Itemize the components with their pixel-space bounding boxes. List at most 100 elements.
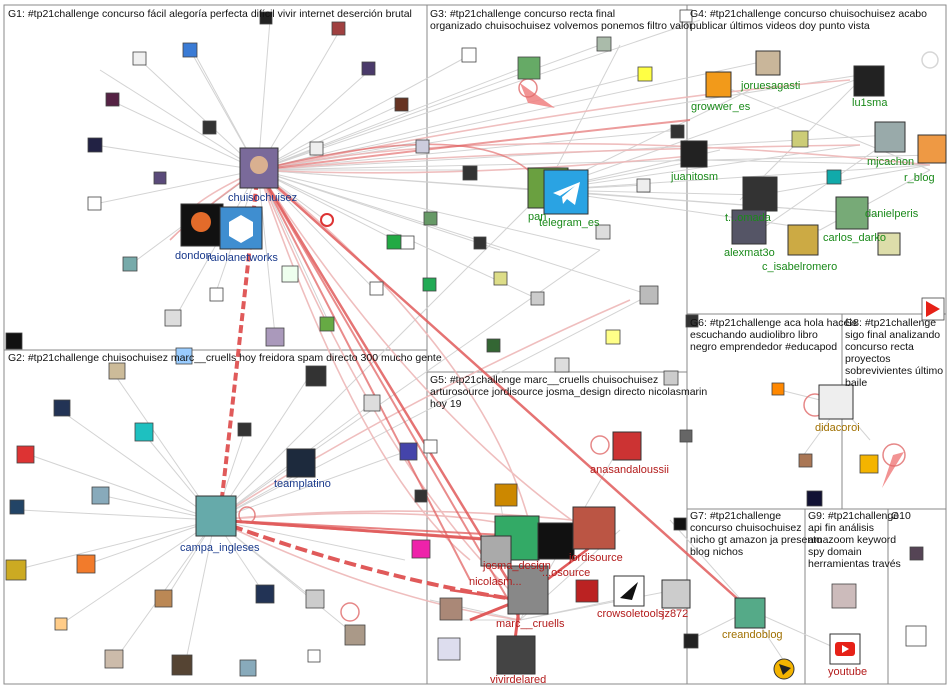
avatar-teamplatino <box>286 448 316 478</box>
group-label-g6-line: negro emprendedor #educapod <box>690 341 837 353</box>
label-danielperis: danielperis <box>865 208 919 220</box>
avatar-juanitosm <box>680 140 708 168</box>
avatar-anasandaloussii <box>612 431 642 461</box>
youtube-play-icon <box>842 645 849 653</box>
small-node-icons <box>320 213 945 680</box>
group-label-g3-line: G3: #tp21challenge concurso recta final <box>430 8 615 20</box>
group-label-g9-line: spy domain <box>808 546 862 558</box>
avatar-joruesagasti <box>755 50 781 76</box>
group-label-g4-line: publicar últimos videos doy punto vista <box>690 20 870 32</box>
group-label-g8: G8: #tp21challenge sigo final analizando… <box>845 317 946 389</box>
avatar-carlos-darko <box>835 196 869 230</box>
avatar-chuisochuisez-face <box>250 156 268 174</box>
group-label-g6-line: G6: #tp21challenge aca hola hacéis <box>690 317 857 329</box>
group-label-g5-line: arturosource jordisource josma_design di… <box>430 386 707 398</box>
group-label-g6-line: escuchando audiolibro libro <box>690 329 818 341</box>
label-campa-ingleses: campa_ingleses <box>180 542 260 554</box>
label-youtube: youtube <box>828 666 867 678</box>
group-label-g5: G5: #tp21challenge marc__cruells chuisoc… <box>430 374 710 410</box>
raiola-cube-icon <box>229 215 253 243</box>
label-jz872: jz872 <box>661 608 688 620</box>
group-label-g9-line: G9: #tp21challenge <box>808 510 899 522</box>
target-icon <box>320 213 334 227</box>
group-label-g7-line: blog nichos <box>690 546 743 558</box>
group-label-g4-line: G4: #tp21challenge concurso chuisochuise… <box>690 8 927 20</box>
label-trmada: t...omada <box>725 212 772 224</box>
group-label-g7-line: G7: #tp21challenge <box>690 510 781 522</box>
avatar-r-blog <box>917 134 947 164</box>
arrowhead-g8 <box>882 452 904 488</box>
avatar-nicolasm <box>480 535 512 567</box>
group-label-g4: G4: #tp21challenge concurso chuisochuise… <box>690 8 930 32</box>
crow-icon <box>620 582 638 600</box>
avatar-dondon-hat <box>191 212 211 232</box>
avatar-vivirdelared <box>496 635 536 675</box>
label-alexmat3o: alexmat3o <box>724 247 775 259</box>
group-label-g5-line: G5: #tp21challenge marc__cruells chuisoc… <box>430 374 658 386</box>
label-telegram-es: telegram_es <box>539 217 600 229</box>
label-c-isabelromero: c_isabelromero <box>762 261 837 273</box>
large-nodes <box>180 50 947 675</box>
group-label-g8-line: sobrevivientes último <box>845 365 943 377</box>
youtube-small-play-icon <box>926 301 940 317</box>
group-label-g8-line: sigo final analizando <box>845 329 940 341</box>
label-anasandaloussii: anasandaloussii <box>590 464 669 476</box>
label-chuisochuisez: chuisochuisez <box>228 192 297 204</box>
group-label-g9-line: amazoom keyword <box>808 534 896 546</box>
group-label-g5-line: hoy 19 <box>430 398 462 410</box>
label-juanitosm: juanitosm <box>670 171 718 183</box>
label-raiolanetworks: raiolanetworks <box>207 252 278 264</box>
group-label-g8-line: concurso recta <box>845 341 914 353</box>
label-arturosource: ...osource <box>542 567 590 579</box>
label-vivirdelared: vivirdelared <box>490 674 546 686</box>
group-label-g1: G1: #tp21challenge concurso fácil alegor… <box>8 8 412 20</box>
group-labels: G1: #tp21challenge concurso fácil alegor… <box>8 8 946 570</box>
avatar-jordisource <box>572 506 616 550</box>
arrowhead-g3 <box>520 83 555 108</box>
avatar-trmada <box>742 176 778 212</box>
label-jordisource: jordisource <box>568 552 623 564</box>
avatar-danielperis <box>877 232 901 256</box>
avatar-campa-ingleses <box>195 495 237 537</box>
group-label-g7-line: nicho gt amazon ja presento <box>690 534 822 546</box>
label-nicolasm: nicolasm... <box>469 576 522 588</box>
avatar-growwer-es <box>705 71 732 98</box>
label-joruesagasti: joruesagasti <box>740 80 800 92</box>
label-didacoroi: didacoroi <box>815 422 860 434</box>
label-pan: pan <box>528 211 546 223</box>
avatar-mjcachon <box>874 121 906 153</box>
label-carlos-darko: carlos_darko <box>823 232 886 244</box>
avatar-jz872 <box>661 579 691 609</box>
avatar-lu1sma <box>853 65 885 97</box>
arrowheads <box>520 83 904 488</box>
group-label-g3: G3: #tp21challenge concurso recta final … <box>430 8 693 32</box>
group-label-g8-line: baile <box>845 377 867 389</box>
group-label-g9-line: herramientas través <box>808 558 901 570</box>
label-lu1sma: lu1sma <box>852 97 888 109</box>
label-crowsoletools: crowsoletools <box>597 608 664 620</box>
group-label-g10: G10 <box>891 510 911 522</box>
avatar-marc-cruells <box>507 565 549 615</box>
hand-icon-mark <box>779 664 791 675</box>
group-label-g8-line: G8: #tp21challenge <box>845 317 936 329</box>
avatar-c-isabelromero <box>787 224 819 256</box>
label-teamplatino: teamplatino <box>274 478 331 490</box>
label-growwer-es: growwer_es <box>691 101 751 113</box>
node-labels: chuisochuisez dondon raiolanetworks pan … <box>175 80 935 686</box>
avatar-alexmat3o <box>731 209 767 245</box>
avatar-didacoroi <box>818 384 854 420</box>
label-mjcachon: mjcachon <box>867 156 914 168</box>
group-label-g9: G9: #tp21challenge api fin análisis amaz… <box>808 510 902 570</box>
group-label-g2: G2: #tp21challenge chuisochuisez marc__c… <box>8 352 442 364</box>
group-label-g6: G6: #tp21challenge aca hola hacéis escuc… <box>690 317 860 353</box>
group-label-g9-line: api fin análisis <box>808 522 874 534</box>
telegram-plane-icon <box>553 182 580 205</box>
label-creandoblog: creandoblog <box>722 629 783 641</box>
label-r-blog: r_blog <box>904 172 935 184</box>
label-marc-cruells: marc__cruells <box>496 618 565 630</box>
avatar-telegram-es <box>543 169 589 215</box>
avatar-arturosource <box>537 522 575 560</box>
group-box-g10 <box>887 508 947 685</box>
label-dondon: dondon <box>175 250 212 262</box>
